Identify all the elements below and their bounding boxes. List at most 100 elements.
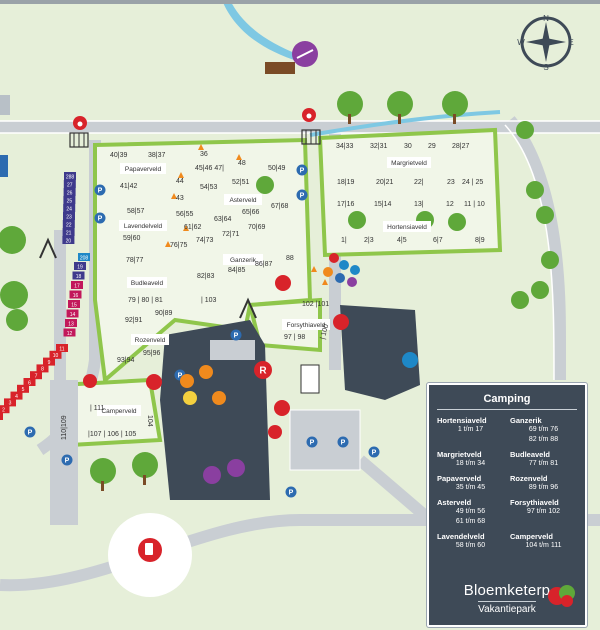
chalet-marker[interactable]: 208 bbox=[78, 253, 90, 261]
chalet-marker-label: 22 bbox=[66, 222, 72, 228]
chalet-marker-box bbox=[30, 371, 42, 380]
chalet-marker[interactable]: 16 bbox=[69, 290, 82, 299]
chalet-marker-box bbox=[66, 309, 79, 318]
field-label-margrietveld: Margrietveld bbox=[391, 160, 427, 167]
field-label-budleaveld: Budleaveld bbox=[131, 280, 164, 287]
dog-area-icon[interactable] bbox=[302, 108, 316, 122]
pitch-label: 88 bbox=[286, 255, 294, 262]
chalet-marker[interactable]: 5 bbox=[17, 384, 29, 393]
chalet-marker[interactable]: 13 bbox=[65, 319, 77, 327]
chalet-marker-box bbox=[43, 357, 55, 366]
chalet-marker[interactable]: 22 bbox=[62, 220, 75, 228]
chalet-marker-box bbox=[63, 180, 76, 188]
chalet-marker[interactable]: 20 bbox=[62, 236, 75, 244]
chalet-marker[interactable]: 1 bbox=[0, 412, 3, 420]
chalet-marker[interactable]: 15 bbox=[68, 300, 80, 308]
chalet-marker-label: 2 bbox=[2, 408, 5, 414]
chalet-marker[interactable]: 3 bbox=[4, 398, 16, 407]
chalet-marker[interactable]: 7 bbox=[30, 371, 42, 380]
chalet-marker[interactable]: 23 bbox=[63, 212, 75, 220]
chalet-marker[interactable]: 2 bbox=[0, 405, 10, 414]
pitch-label: 36 bbox=[200, 151, 208, 158]
compass-west-label: W bbox=[517, 38, 525, 47]
chalet-marker[interactable]: 288 bbox=[64, 172, 76, 180]
chalet-marker[interactable]: 17 bbox=[71, 281, 83, 289]
chalet-marker[interactable]: 8 bbox=[36, 364, 49, 373]
chalet-marker[interactable]: 24 bbox=[63, 204, 76, 212]
dog-area-icon[interactable] bbox=[73, 116, 87, 130]
chalet-marker-box bbox=[78, 253, 90, 261]
pitch-label: 6|7 bbox=[433, 237, 443, 244]
chalet-marker-label: 25 bbox=[67, 198, 73, 204]
pitch-label: 32|31 bbox=[370, 143, 387, 150]
field-label-hortensiaveld: Hortensiaveld bbox=[387, 224, 427, 231]
chalet-marker[interactable]: 21 bbox=[62, 228, 75, 236]
parking-letter: P bbox=[98, 188, 103, 195]
chalet-marker-box bbox=[65, 319, 77, 327]
chalet-marker-label: 18 bbox=[76, 274, 82, 280]
parking-letter: P bbox=[310, 440, 315, 447]
pitch-label: 22| bbox=[414, 179, 424, 186]
pitch-label: 67|68 bbox=[271, 203, 288, 210]
legend-entry-name: Asterveld bbox=[437, 498, 472, 507]
brand-name: Bloemketerp bbox=[463, 582, 551, 599]
chalet-marker[interactable]: 19 bbox=[74, 262, 86, 270]
pitch-label: 1| bbox=[341, 237, 347, 244]
pitch-label: 8|9 bbox=[475, 237, 485, 244]
legend-entry-name: Lavendelveld bbox=[437, 532, 485, 541]
legend-entry-name: Hortensiaveld bbox=[437, 416, 487, 425]
pitch-label: 72|71 bbox=[222, 231, 239, 238]
chalet-marker[interactable]: 18 bbox=[72, 271, 85, 280]
pitch-label: 13| bbox=[414, 201, 424, 208]
legend-entry-name: Ganzerik bbox=[510, 416, 542, 425]
legend-entry-name: Forsythiaveld bbox=[510, 498, 559, 507]
building-left bbox=[0, 95, 10, 115]
pitch-label: 102 |101 bbox=[302, 301, 329, 308]
entrance-gate-east[interactable] bbox=[301, 129, 321, 145]
chalet-marker[interactable]: 11 bbox=[56, 344, 68, 352]
compass-east-label: E bbox=[568, 38, 573, 47]
chalet-marker-label: 7 bbox=[35, 374, 38, 380]
playground-icon[interactable] bbox=[239, 297, 257, 319]
chalet-marker[interactable]: 14 bbox=[66, 309, 79, 318]
brand-logo-icon bbox=[548, 585, 575, 607]
chalet-marker[interactable]: 25 bbox=[63, 196, 76, 204]
chalet-marker[interactable]: 9 bbox=[43, 357, 55, 366]
canoe-icon[interactable] bbox=[292, 41, 318, 67]
chalet-marker-box bbox=[63, 328, 76, 337]
compass-rose: N E S W bbox=[511, 12, 581, 72]
legend-entry-range: 61 t/m 68 bbox=[455, 518, 486, 525]
chalet-marker[interactable]: 10 bbox=[49, 350, 62, 359]
chalet-marker[interactable]: 4 bbox=[10, 391, 23, 400]
facility-icons[interactable]: R bbox=[83, 275, 418, 484]
legend-entry-name: Margrietveld bbox=[437, 450, 482, 459]
pitch-label: 29 bbox=[428, 143, 436, 150]
chalet-marker-label: 27 bbox=[67, 182, 73, 188]
chalet-marker[interactable]: 26 bbox=[63, 188, 76, 196]
chalet-marker[interactable]: 6 bbox=[23, 378, 36, 386]
legend-entry-range: 82 t/m 88 bbox=[528, 436, 559, 443]
entrance-gate-west[interactable] bbox=[69, 132, 89, 148]
playground-icon[interactable] bbox=[39, 237, 57, 259]
field-labels: Papaverveld Asterveld Lavendelveld Budle… bbox=[97, 157, 431, 416]
pitch-label: 28|27 bbox=[452, 143, 469, 150]
top-road bbox=[0, 0, 600, 4]
chalet-marker[interactable]: 27 bbox=[63, 180, 76, 188]
waste-icon bbox=[146, 374, 162, 390]
legend-entry-name: Camperveld bbox=[510, 532, 553, 541]
field-label-ganzerik: Ganzerik bbox=[230, 257, 257, 264]
waste-icon-2 bbox=[275, 275, 291, 291]
bowling-icon bbox=[212, 391, 226, 405]
chalet-marker-label: 6 bbox=[28, 380, 31, 386]
pitch-label: 65|66 bbox=[242, 209, 259, 216]
chalet-marker-label: 288 bbox=[66, 174, 75, 180]
parking-letter: P bbox=[178, 373, 183, 380]
pitch-label: 40|39 bbox=[110, 152, 127, 159]
sanitary-icons[interactable] bbox=[323, 253, 360, 287]
legend-entry-name: Budleaveld bbox=[510, 450, 551, 459]
pitch-label: 95|96 bbox=[143, 350, 160, 357]
chalet-marker-box bbox=[62, 228, 75, 236]
chalet-marker[interactable]: 12 bbox=[63, 328, 76, 337]
